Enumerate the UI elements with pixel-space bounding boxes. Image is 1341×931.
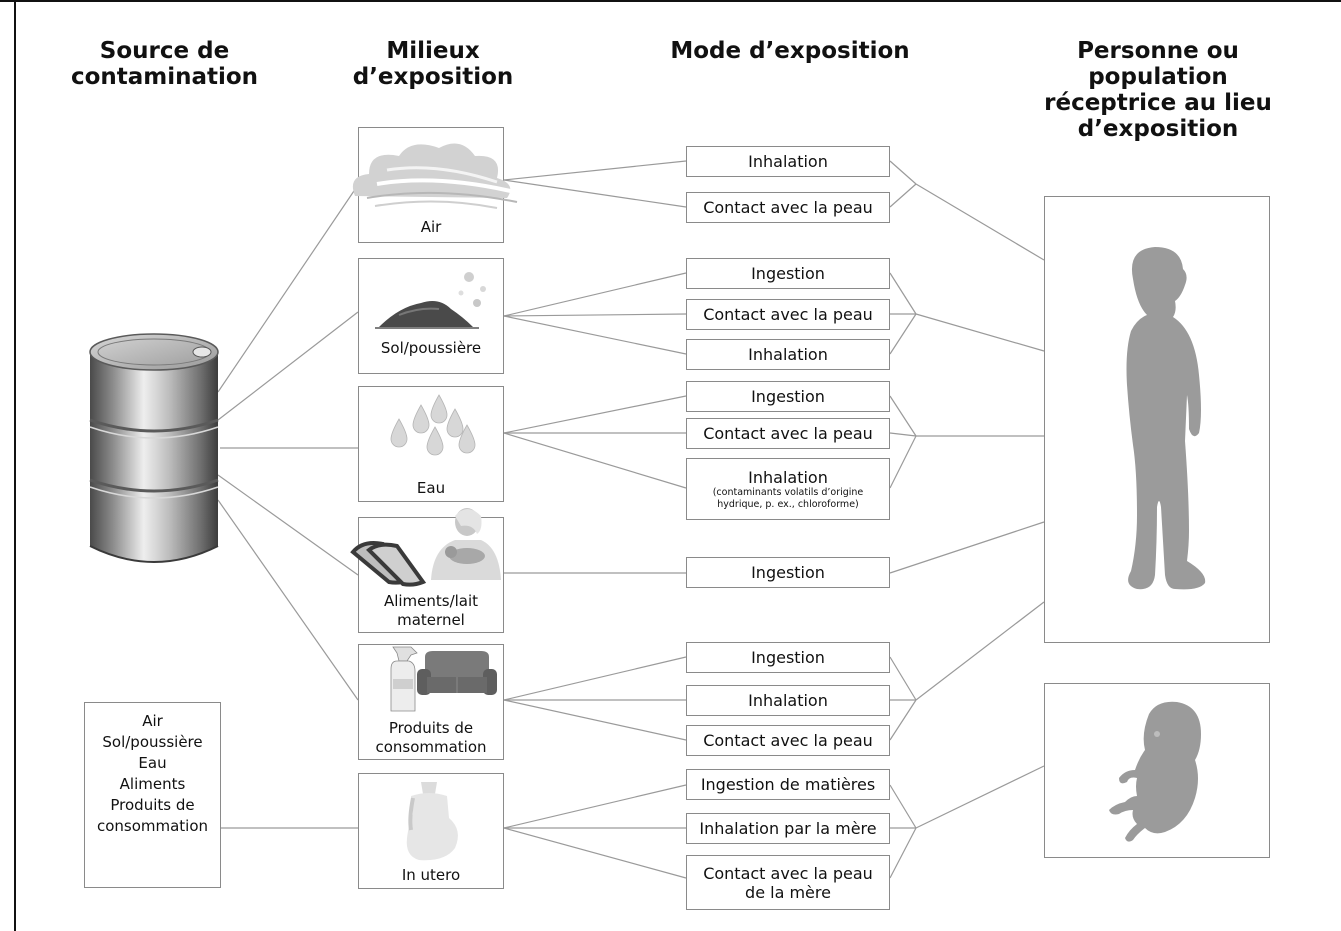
top-border: [0, 0, 1341, 2]
mode-box-utero-ingestion: Ingestion de matières: [686, 769, 890, 800]
media-label-food-line2: maternel: [397, 611, 465, 629]
mode-label: Inhalation: [748, 152, 828, 171]
source-list-item: Aliments: [119, 775, 186, 793]
mode-box-water-inhalation: Inhalation (contaminants volatils d’orig…: [686, 458, 890, 520]
media-label-water: Eau: [416, 479, 446, 497]
mode-label: Contact avec la peau: [703, 198, 873, 217]
child-silhouette-icon: [1126, 247, 1206, 590]
mode-box-air-skin: Contact avec la peau: [686, 192, 890, 223]
heading-source: Source de contamination: [70, 38, 259, 90]
mode-label: Ingestion: [751, 387, 825, 406]
mode-label: Contact avec la peau: [703, 424, 873, 443]
mode-box-soil-skin: Contact avec la peau: [686, 299, 890, 330]
mode-label: Ingestion: [751, 563, 825, 582]
media-box-products: Produits de consommation: [358, 644, 504, 760]
receptor-box-child: [1044, 196, 1270, 643]
media-box-food: Aliments/lait maternel: [350, 508, 504, 633]
source-list-box: Air Sol/poussière Eau Aliments Produits …: [84, 702, 221, 888]
water-drops-icon: [390, 394, 476, 456]
heading-receptor: Personne ou population réceptrice au lie…: [1044, 38, 1272, 142]
mode-box-utero-skin: Contact avec la peau de la mère: [686, 855, 890, 910]
mode-label: Contact avec la peau: [703, 731, 873, 750]
barrel-icon: [89, 333, 219, 563]
media-box-water: Eau: [358, 386, 504, 502]
mode-box-water-skin: Contact avec la peau: [686, 418, 890, 449]
mode-box-products-skin: Contact avec la peau: [686, 725, 890, 756]
media-label-products-line2: consommation: [375, 738, 487, 756]
source-list-item: Sol/poussière: [102, 733, 203, 751]
media-label-products: Produits de consommation: [359, 719, 503, 757]
sofa-icon: [417, 651, 497, 695]
mode-box-soil-ingestion: Ingestion: [686, 258, 890, 289]
mode-box-products-inhalation: Inhalation: [686, 685, 890, 716]
media-box-soil: Sol/poussière: [358, 258, 504, 374]
mode-note: (contaminants volatils d’origine hydriqu…: [712, 486, 864, 510]
mode-box-air-inhalation: Inhalation: [686, 146, 890, 177]
mode-label: Contact avec la peau: [703, 305, 873, 324]
mode-label: Inhalation: [748, 467, 828, 487]
media-label-air: Air: [420, 218, 442, 236]
source-list-item: Air: [142, 712, 163, 730]
mode-box-food-ingestion: Ingestion: [686, 557, 890, 588]
media-label-food: Aliments/lait maternel: [359, 592, 503, 630]
cloud-icon: [352, 143, 518, 209]
mode-label: Inhalation: [748, 345, 828, 364]
left-border: [14, 2, 16, 931]
mode-box-soil-inhalation: Inhalation: [686, 339, 890, 370]
mode-box-products-ingestion: Ingestion: [686, 642, 890, 673]
media-label-soil: Sol/poussière: [380, 339, 482, 357]
source-list-item: consommation: [96, 817, 209, 835]
media-box-air: Air: [352, 127, 518, 243]
mode-box-utero-inhalation: Inhalation par la mère: [686, 813, 890, 844]
media-label-food-line1: Aliments/lait: [383, 592, 479, 610]
spray-bottle-icon: [390, 646, 418, 712]
mode-label: Ingestion: [751, 648, 825, 667]
mother-feeding-icon: [431, 508, 501, 580]
media-label-products-line1: Produits de: [388, 719, 474, 737]
mode-label: Ingestion: [751, 264, 825, 283]
source-list-item: Produits de: [110, 796, 195, 814]
heading-mode: Mode d’exposition: [670, 38, 910, 64]
source-list-item: Eau: [138, 754, 167, 772]
media-label-utero: In utero: [401, 866, 461, 884]
receptor-box-fetus: [1044, 683, 1270, 858]
heading-media: Milieux d’exposition: [352, 38, 514, 90]
mode-label: de la mère: [745, 882, 831, 902]
bread-icon: [350, 541, 427, 587]
soil-pile-icon: [375, 272, 486, 329]
fetus-icon: [1109, 701, 1201, 842]
mode-label: Contact avec la peau: [703, 863, 873, 883]
mode-label: Inhalation: [748, 691, 828, 710]
pregnant-woman-icon: [406, 782, 458, 861]
mode-label: Inhalation par la mère: [699, 819, 877, 838]
media-box-utero: In utero: [358, 773, 504, 889]
mode-box-water-ingestion: Ingestion: [686, 381, 890, 412]
mode-label: Ingestion de matières: [700, 775, 876, 794]
